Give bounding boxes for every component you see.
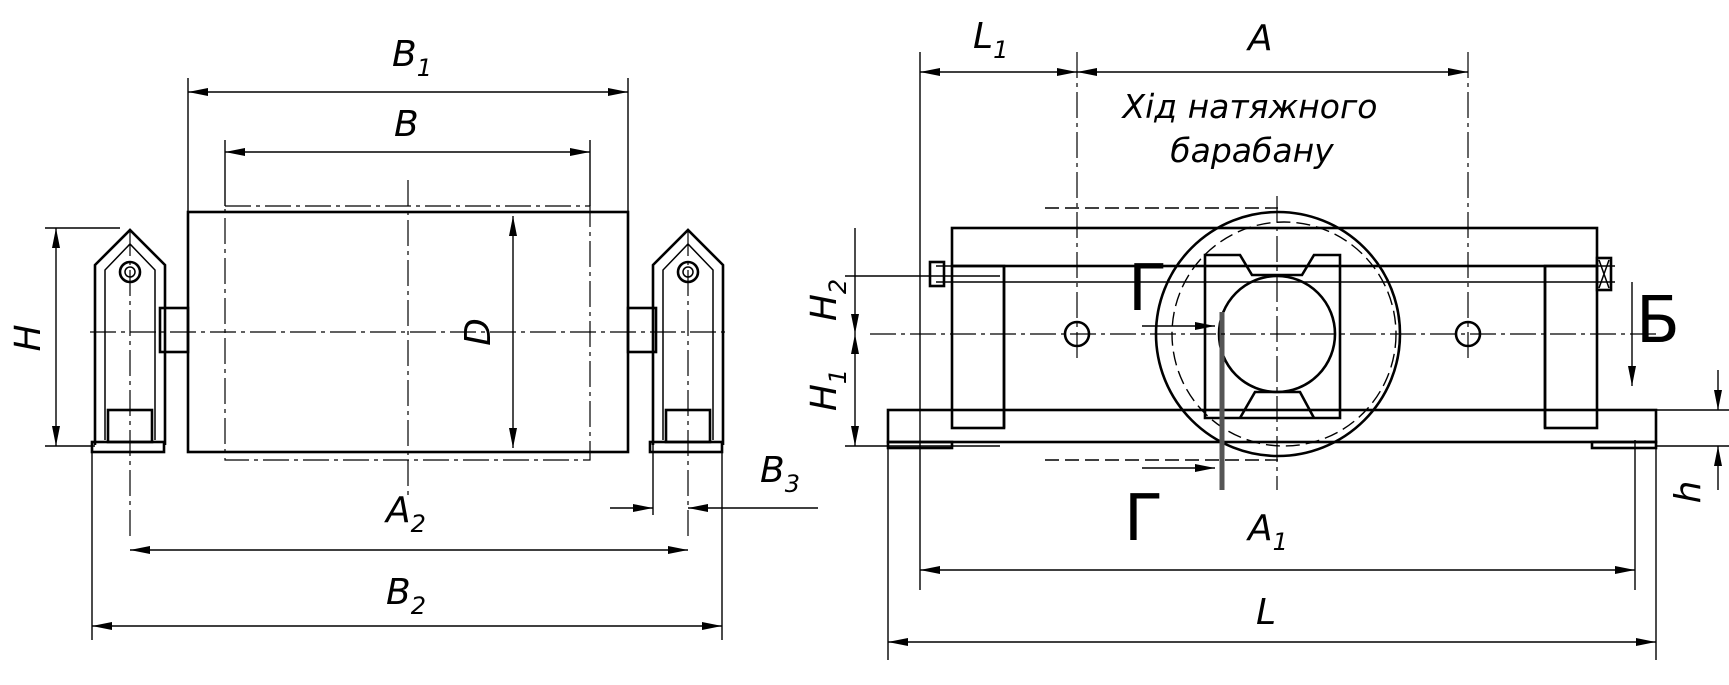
screw-nut-left [928,260,946,288]
bearing-block [1203,253,1342,420]
label-d: D [458,318,499,346]
label-b2: B2 [386,572,426,620]
frame-top [950,226,1599,268]
screw-nut-right [1595,256,1613,292]
section-mark-g-top: Г [1128,252,1167,326]
right-view: L1 A A1 L H2 H1 h Хід натяжного барабану… [804,16,1729,660]
right-post [1543,264,1599,430]
section-mark-b: Б [1636,284,1680,358]
label-b: B [394,104,419,145]
label-a1: A1 [1246,508,1288,556]
left-shaft [158,306,190,354]
right-shaft [626,306,658,354]
right-bearing-housing [648,228,725,454]
left-post [950,264,1006,430]
label-b3: B3 [760,450,800,498]
left-view: B1 B A2 B2 B3 H D [8,34,818,640]
travel-note-line1: Хід натяжного [1121,87,1378,126]
label-a: A [1246,18,1273,59]
base-plate [886,408,1658,444]
label-l: L [1256,592,1276,633]
section-mark-g-bottom: Г [1124,482,1163,556]
travel-note-line2: барабану [1170,131,1334,170]
label-h1: H1 [804,369,852,411]
label-a2: A2 [384,490,426,538]
label-h-small: h [1668,481,1709,504]
label-h2: H2 [804,279,852,321]
left-bearing-housing [90,228,167,454]
label-h: H [8,324,49,351]
label-l1: L1 [973,16,1008,64]
label-b1: B1 [392,34,432,82]
